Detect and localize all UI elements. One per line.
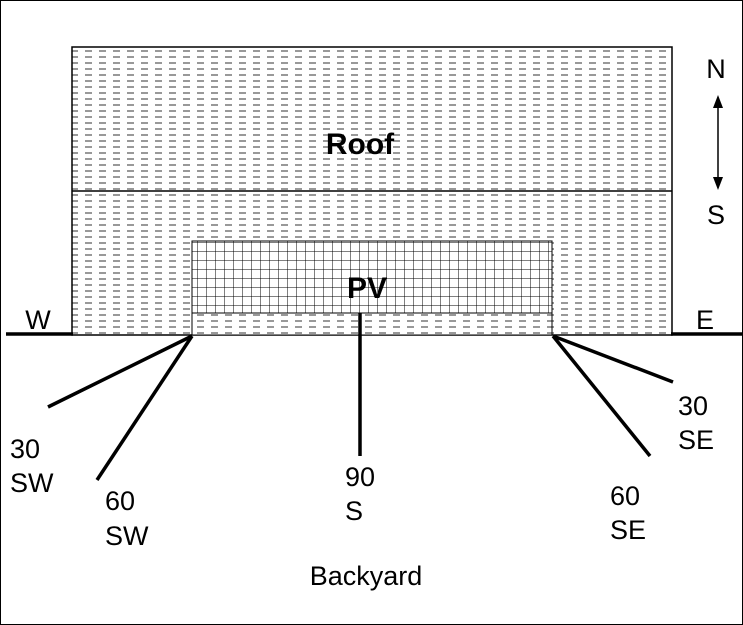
compass-east-label: E <box>696 305 714 335</box>
ray-30-sw <box>47 334 193 409</box>
pv-array <box>191 240 553 314</box>
ray-30-se <box>552 334 674 384</box>
orientation-30-sw-angle: 30 <box>10 434 40 464</box>
orientation-90-s-angle: 90 <box>345 462 375 492</box>
orientation-30-se-dir: SE <box>678 425 714 455</box>
pv-base <box>191 312 553 336</box>
orientation-60-se-dir: SE <box>610 515 646 545</box>
compass-south-label: S <box>707 200 725 230</box>
ray-60-se <box>551 334 652 458</box>
north-south-arrow-icon <box>713 95 723 190</box>
orientation-60-se-angle: 60 <box>610 481 640 511</box>
ray-60-sw <box>95 335 194 481</box>
compass-north-label: N <box>706 54 726 84</box>
orientation-60-sw-dir: SW <box>105 521 149 551</box>
compass-west-label: W <box>25 305 51 335</box>
orientation-60-sw-angle: 60 <box>105 486 135 516</box>
orientation-30-sw-dir: SW <box>10 468 54 498</box>
pv-label: PV <box>347 272 387 305</box>
orientation-30-se-angle: 30 <box>678 391 708 421</box>
backyard-label: Backyard <box>310 561 423 591</box>
roof-label: Roof <box>326 128 395 161</box>
orientation-90-s-dir: S <box>345 496 363 526</box>
